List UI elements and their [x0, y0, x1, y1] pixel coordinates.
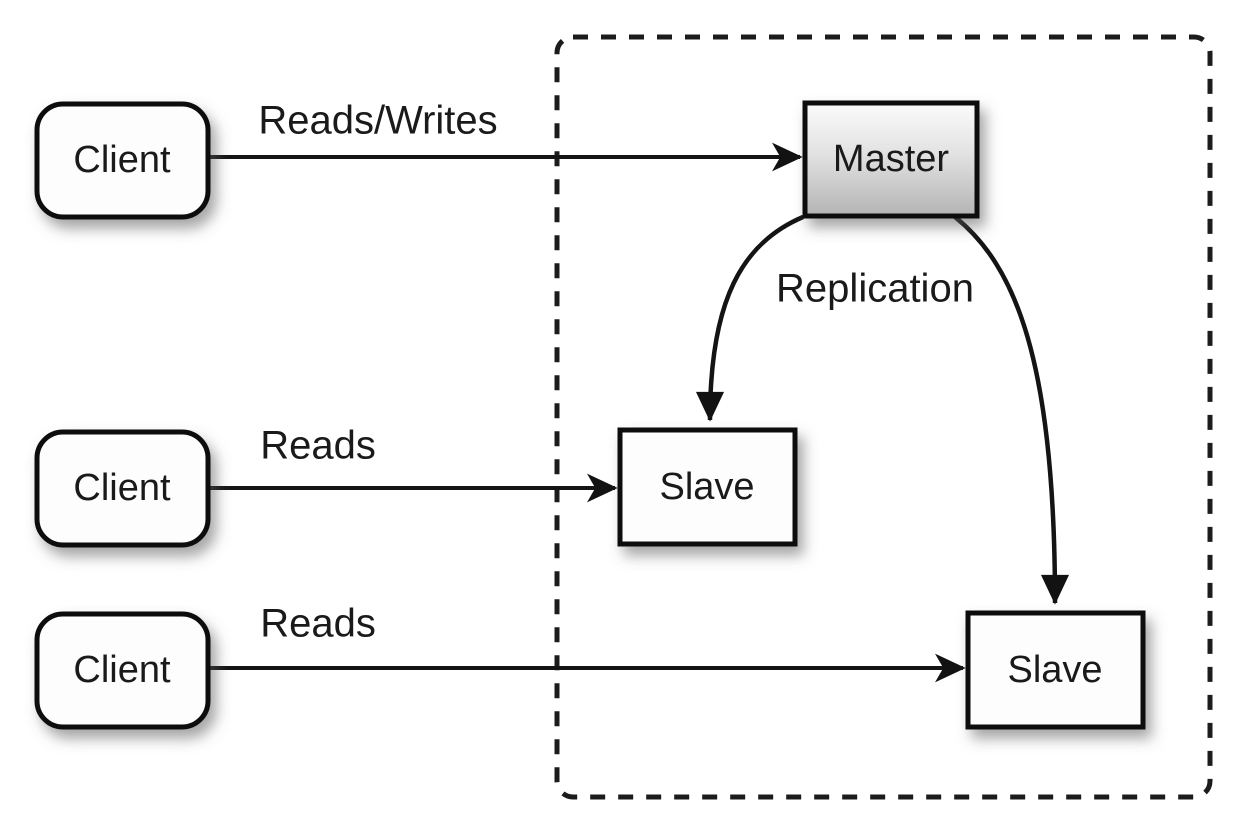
slave-2-box[interactable] — [965, 610, 1146, 730]
slave-2-label: Slave — [1007, 649, 1102, 691]
edge-master-to-slave1-replication — [695, 214, 804, 422]
client-1-label: Client — [73, 139, 171, 181]
edge-label-reads-middle: Reads — [260, 424, 376, 468]
node-client-3[interactable]: Client — [34, 611, 211, 730]
slave-1-label: Slave — [659, 466, 754, 508]
node-slave-1[interactable]: Slave — [617, 427, 798, 547]
client-2-label: Client — [73, 467, 171, 509]
node-client-1[interactable]: Client — [34, 101, 211, 220]
node-slave-2[interactable]: Slave — [965, 610, 1146, 730]
node-client-2[interactable]: Client — [34, 429, 211, 548]
master-label: Master — [833, 138, 949, 180]
edge-label-reads-bottom: Reads — [260, 602, 376, 646]
node-master[interactable]: Master — [802, 100, 980, 219]
master-box[interactable] — [802, 100, 980, 219]
slave-1-box[interactable] — [617, 427, 798, 547]
client-3-box[interactable] — [34, 611, 211, 730]
edge-master-to-slave2-replication — [953, 215, 1070, 605]
client-1-box[interactable] — [34, 101, 211, 220]
cluster-boundary — [554, 34, 1213, 800]
edge-label-reads-writes: Reads/Writes — [258, 99, 497, 143]
client-2-box[interactable] — [34, 429, 211, 548]
edge-label-replication: Replication — [776, 267, 974, 311]
client-3-label: Client — [73, 649, 171, 691]
